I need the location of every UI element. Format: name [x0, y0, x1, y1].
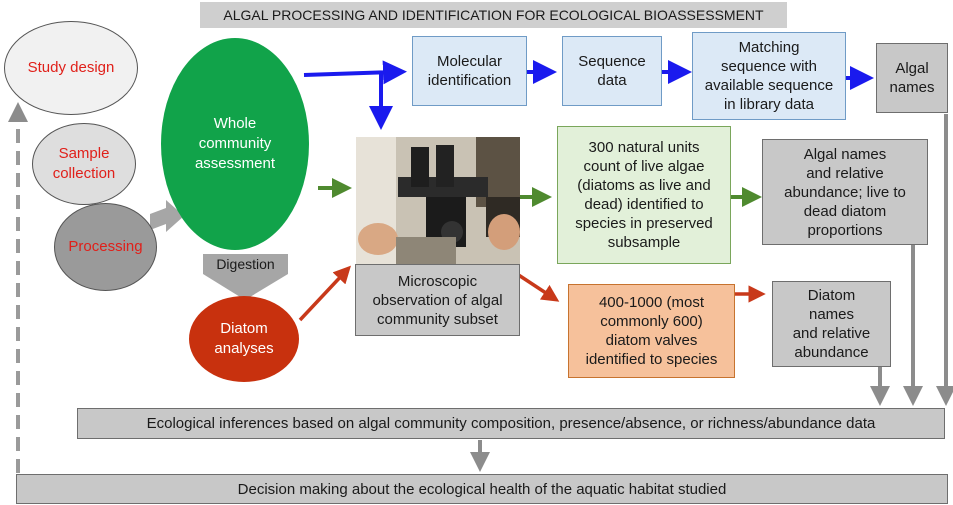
sample-collection-ellipse: Sample collection — [32, 123, 136, 205]
study-design-ellipse: Study design — [4, 21, 138, 115]
decision-making-bar: Decision making about the ecological hea… — [16, 474, 948, 504]
whole-community-ellipse: Whole community assessment — [161, 38, 309, 250]
red-arrow-to-diatom-valves — [513, 270, 560, 302]
molecular-identification-box: Molecular identification — [412, 36, 527, 106]
ecological-inferences-bar: Ecological inferences based on algal com… — [77, 408, 945, 439]
digestion-arrow — [203, 254, 288, 300]
processing-ellipse: Processing — [54, 203, 157, 291]
algal-names-box: Algal names — [876, 43, 948, 113]
matching-sequence-box: Matching sequence with available sequenc… — [692, 32, 846, 120]
digestion-label: Digestion — [216, 255, 275, 272]
microscopic-observation-box: Microscopic observation of algal communi… — [355, 264, 520, 336]
diatom-analyses-ellipse: Diatom analyses — [189, 296, 299, 382]
gray-arrow-processing — [150, 200, 184, 232]
microscope-photo — [356, 137, 520, 264]
diatom-valves-box: 400-1000 (most commonly 600) diatom valv… — [568, 284, 735, 378]
natural-units-box: 300 natural units count of live algae (d… — [557, 126, 731, 264]
red-arrow-to-photo — [298, 265, 351, 322]
blue-arrow-to-molecular — [303, 60, 407, 85]
diatom-names-box: Diatom names and relative abundance — [772, 281, 891, 367]
diagram-title: ALGAL PROCESSING AND IDENTIFICATION FOR … — [200, 2, 787, 28]
sequence-data-box: Sequence data — [562, 36, 662, 106]
algal-names-relative-box: Algal names and relative abundance; live… — [762, 139, 928, 245]
